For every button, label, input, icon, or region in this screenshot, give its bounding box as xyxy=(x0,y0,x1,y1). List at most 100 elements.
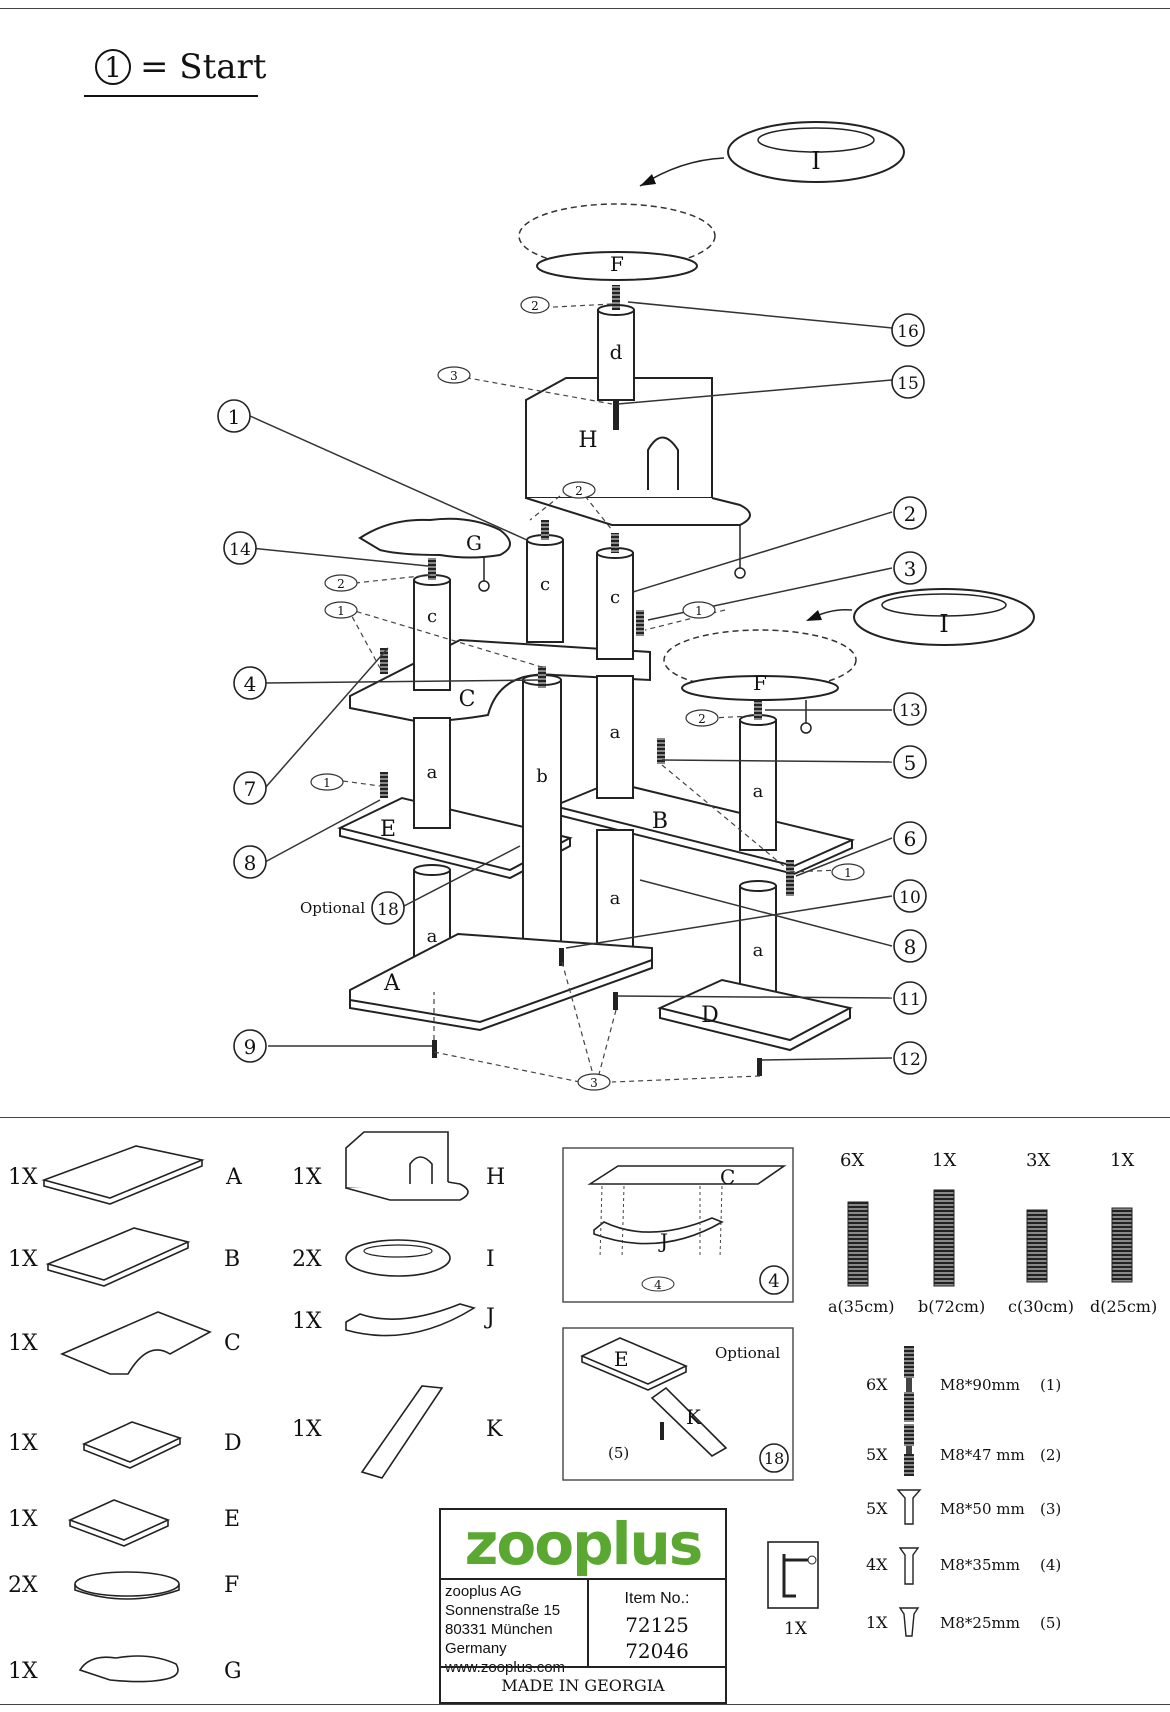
svg-text:G: G xyxy=(224,1659,242,1684)
brand-divider xyxy=(587,1578,589,1666)
post-label-c1: c xyxy=(427,606,437,627)
parts-list: 1X A 1X B 1X C 1X D 1X E 2X F 1X G 1X H … xyxy=(8,1131,1157,1684)
section-divider xyxy=(0,1117,1170,1118)
svg-text:B: B xyxy=(224,1247,240,1272)
svg-text:E: E xyxy=(224,1507,240,1532)
start-heading: 1 = Start xyxy=(84,47,267,97)
svg-text:D: D xyxy=(224,1431,242,1456)
svg-text:1: 1 xyxy=(228,405,241,429)
parts-screws: 6X M8*90mm (1) 5X M8*47 mm (2) 5X M8*50 … xyxy=(866,1346,1061,1637)
svg-text:6X: 6X xyxy=(840,1150,864,1171)
svg-text:J: J xyxy=(484,1305,495,1330)
svg-text:H: H xyxy=(486,1165,505,1190)
svg-text:(2): (2) xyxy=(1040,1446,1061,1464)
post-label-c3: c xyxy=(610,587,620,608)
leader-lines xyxy=(249,301,893,1061)
svg-text:E: E xyxy=(614,1347,629,1371)
post-label-c2: c xyxy=(540,574,550,595)
part-label-E: E xyxy=(380,817,396,842)
start-step-number: 1 xyxy=(104,51,122,84)
brand-box: zooplus zooplus AG Sonnenstraße 15 80331… xyxy=(439,1508,727,1704)
svg-text:2: 2 xyxy=(904,502,917,526)
assembly-diagram: 1 = Start I F H d C G xyxy=(84,47,1035,1091)
svg-text:a(35cm): a(35cm) xyxy=(828,1297,895,1316)
optional-label: Optional xyxy=(300,899,365,917)
item-number-block: Item No.: 72125 72046 xyxy=(589,1590,725,1664)
svg-text:5X: 5X xyxy=(866,1499,888,1518)
parts-posts: 6X a(35cm) 1X b(72cm) 3X c(30cm) 1X d(25… xyxy=(828,1150,1157,1316)
svg-text:1X: 1X xyxy=(292,1309,322,1334)
address-line: Sonnenstraße 15 xyxy=(445,1602,561,1619)
svg-text:8: 8 xyxy=(244,851,257,875)
brand-logo: zooplus xyxy=(441,1510,725,1580)
svg-text:(5): (5) xyxy=(608,1444,629,1462)
part-label-F-top: F xyxy=(610,252,624,276)
svg-text:K: K xyxy=(686,1405,702,1429)
svg-text:1X: 1X xyxy=(932,1150,956,1171)
svg-text:I: I xyxy=(486,1247,495,1272)
hardware-ovals: 2 3 2 2 1 1 1 2 1 3 xyxy=(310,296,865,1091)
platform-G: G xyxy=(358,517,511,592)
svg-text:1X: 1X xyxy=(866,1613,888,1632)
svg-text:A: A xyxy=(225,1165,243,1190)
address-line: zooplus AG xyxy=(445,1583,522,1600)
post-label-b: b xyxy=(536,766,548,787)
svg-text:1: 1 xyxy=(337,604,345,618)
detail-18-box: Optional E K (5) 18 xyxy=(562,1327,794,1481)
bottom-border xyxy=(0,1704,1170,1705)
made-in-label: MADE IN GEORGIA xyxy=(441,1666,725,1704)
top-border xyxy=(0,8,1170,9)
svg-text:Optional: Optional xyxy=(715,1344,780,1362)
svg-text:4: 4 xyxy=(654,1278,662,1292)
platform-E: E xyxy=(337,796,573,880)
part-label-I-top: I xyxy=(811,147,820,175)
svg-text:1X: 1X xyxy=(8,1247,38,1272)
parts-boards: 1X A 1X B 1X C 1X D 1X E 2X F 1X G xyxy=(8,1145,243,1684)
post-label-d: d xyxy=(610,340,623,364)
svg-text:4X: 4X xyxy=(866,1555,888,1574)
base-A: A xyxy=(349,932,653,1032)
svg-text:(4): (4) xyxy=(1040,1556,1061,1574)
item-number-label: Item No.: xyxy=(624,1590,690,1607)
address-line: 80331 München xyxy=(445,1621,553,1638)
right-bed-assembly: I F xyxy=(663,588,1035,734)
item-number: 72046 xyxy=(625,1639,689,1663)
svg-text:18: 18 xyxy=(764,1449,784,1468)
svg-text:1X: 1X xyxy=(8,1659,38,1684)
svg-text:M8*50 mm: M8*50 mm xyxy=(940,1500,1025,1518)
svg-text:C: C xyxy=(720,1165,735,1189)
svg-text:1X: 1X xyxy=(1110,1150,1134,1171)
part-label-A: A xyxy=(383,971,401,996)
svg-text:1X: 1X xyxy=(8,1431,38,1456)
part-label-C: C xyxy=(459,687,476,712)
house-H: H xyxy=(525,377,751,579)
svg-text:M8*25mm: M8*25mm xyxy=(940,1614,1020,1632)
svg-text:6X: 6X xyxy=(866,1375,888,1394)
svg-text:2: 2 xyxy=(337,577,345,591)
svg-text:K: K xyxy=(486,1417,503,1442)
svg-text:12: 12 xyxy=(899,1050,921,1070)
svg-text:M8*47 mm: M8*47 mm xyxy=(940,1446,1025,1464)
svg-text:10: 10 xyxy=(899,888,921,908)
svg-text:M8*35mm: M8*35mm xyxy=(940,1556,1020,1574)
post-label-a6: a xyxy=(753,940,764,961)
svg-text:6: 6 xyxy=(904,827,917,851)
svg-text:(3): (3) xyxy=(1040,1500,1061,1518)
svg-text:9: 9 xyxy=(244,1035,257,1059)
svg-text:1X: 1X xyxy=(8,1507,38,1532)
svg-text:16: 16 xyxy=(897,322,919,342)
wrench-icon: 1X xyxy=(767,1541,819,1639)
base-D: D xyxy=(656,978,853,1052)
svg-text:1: 1 xyxy=(695,604,703,618)
svg-text:b(72cm): b(72cm) xyxy=(918,1297,985,1316)
svg-text:15: 15 xyxy=(897,374,919,394)
part-label-H: H xyxy=(578,428,597,453)
post-label-a2: a xyxy=(610,722,621,743)
svg-text:(5): (5) xyxy=(1040,1614,1061,1632)
svg-text:M8*90mm: M8*90mm xyxy=(940,1376,1020,1394)
svg-text:8: 8 xyxy=(904,935,917,959)
post-label-a4: a xyxy=(753,781,764,802)
svg-text:3: 3 xyxy=(590,1076,598,1090)
svg-text:18: 18 xyxy=(377,900,399,920)
post-label-a1: a xyxy=(427,762,438,783)
